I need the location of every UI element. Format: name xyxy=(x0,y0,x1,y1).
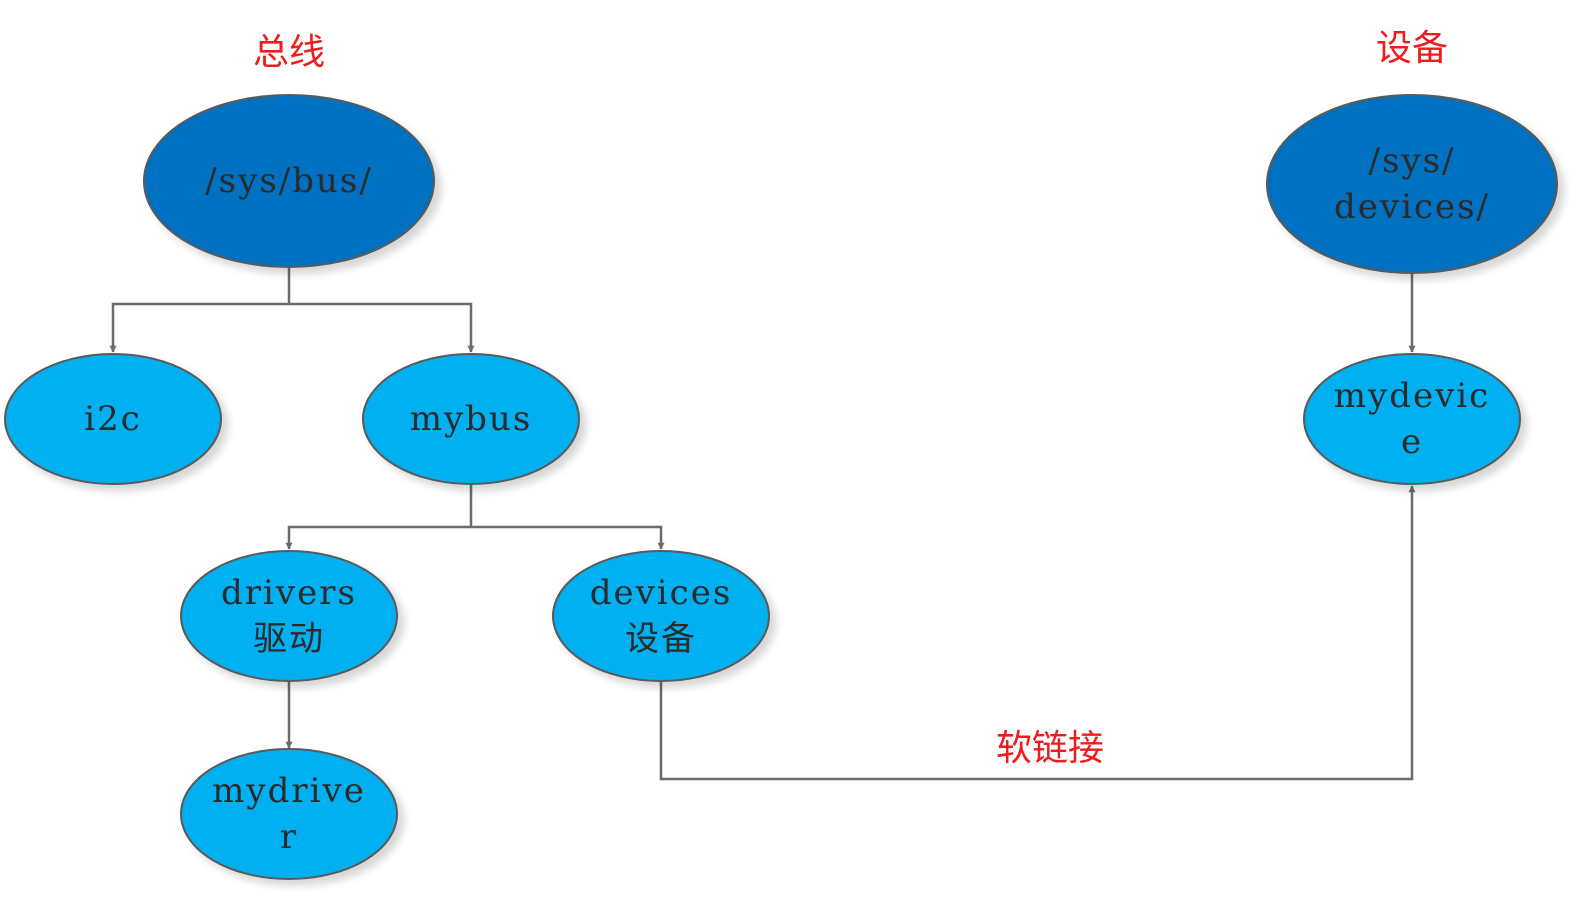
node-label-line: drivers xyxy=(221,573,357,613)
node-label-line: 设备 xyxy=(625,619,697,659)
node-sys-bus[interactable] xyxy=(143,94,435,268)
node-devices-shape xyxy=(552,550,770,682)
edge-sysbus-i2c xyxy=(109,268,291,353)
device-section-label: 设备 xyxy=(1376,28,1448,69)
node-i2c[interactable] xyxy=(4,353,222,485)
node-label-line: /sys/ xyxy=(1368,141,1455,181)
node-i2c-label: i2c xyxy=(84,399,142,439)
edge-sysbus-mybus xyxy=(289,302,475,353)
node-label-line: 驱动 xyxy=(253,619,325,659)
bus-section-label: 总线 xyxy=(253,32,325,73)
node-label-line: mydevic xyxy=(1334,376,1490,416)
node-label-line: /sys/bus/ xyxy=(205,161,373,201)
node-label-line: mydrive xyxy=(212,771,366,811)
symlink-label: 软链接 xyxy=(996,728,1104,769)
node-drivers-label: drivers 驱动 xyxy=(221,573,357,659)
node-drivers-shape xyxy=(180,550,398,682)
node-sys-bus-shape xyxy=(143,94,435,268)
node-label-line: r xyxy=(280,817,298,857)
node-label-line: i2c xyxy=(84,399,142,439)
edge-mybus-devices xyxy=(471,525,665,550)
node-mydriver-label: mydrive r xyxy=(212,771,366,857)
node-i2c-shape xyxy=(4,353,222,485)
node-drivers[interactable] xyxy=(180,550,398,682)
node-mybus[interactable] xyxy=(362,353,580,485)
node-mydevice-shape xyxy=(1303,353,1521,485)
edges xyxy=(109,268,1416,781)
node-mydevice-label: mydevic e xyxy=(1334,376,1490,462)
node-devices-label: devices 设备 xyxy=(590,573,733,659)
node-sys-devices-shape xyxy=(1266,94,1558,274)
node-mydevice[interactable] xyxy=(1303,353,1521,485)
node-sys-bus-label: /sys/bus/ xyxy=(205,161,373,201)
node-sys-devices[interactable] xyxy=(1266,94,1558,274)
edge-mybus-drivers xyxy=(285,484,473,550)
edge-symlink-devices-mydevice xyxy=(659,485,1416,781)
node-mybus-label: mybus xyxy=(410,399,533,439)
node-label-line: mybus xyxy=(410,399,533,439)
node-label-line: devices xyxy=(590,573,733,613)
node-sys-devices-label: /sys/devices/ xyxy=(1334,141,1490,227)
node-label-line: devices/ xyxy=(1334,187,1490,227)
node-mybus-shape xyxy=(362,353,580,485)
node-label-line: e xyxy=(1401,422,1423,462)
node-mydriver[interactable] xyxy=(180,748,398,880)
node-mydriver-shape xyxy=(180,748,398,880)
node-devices[interactable] xyxy=(552,550,770,682)
